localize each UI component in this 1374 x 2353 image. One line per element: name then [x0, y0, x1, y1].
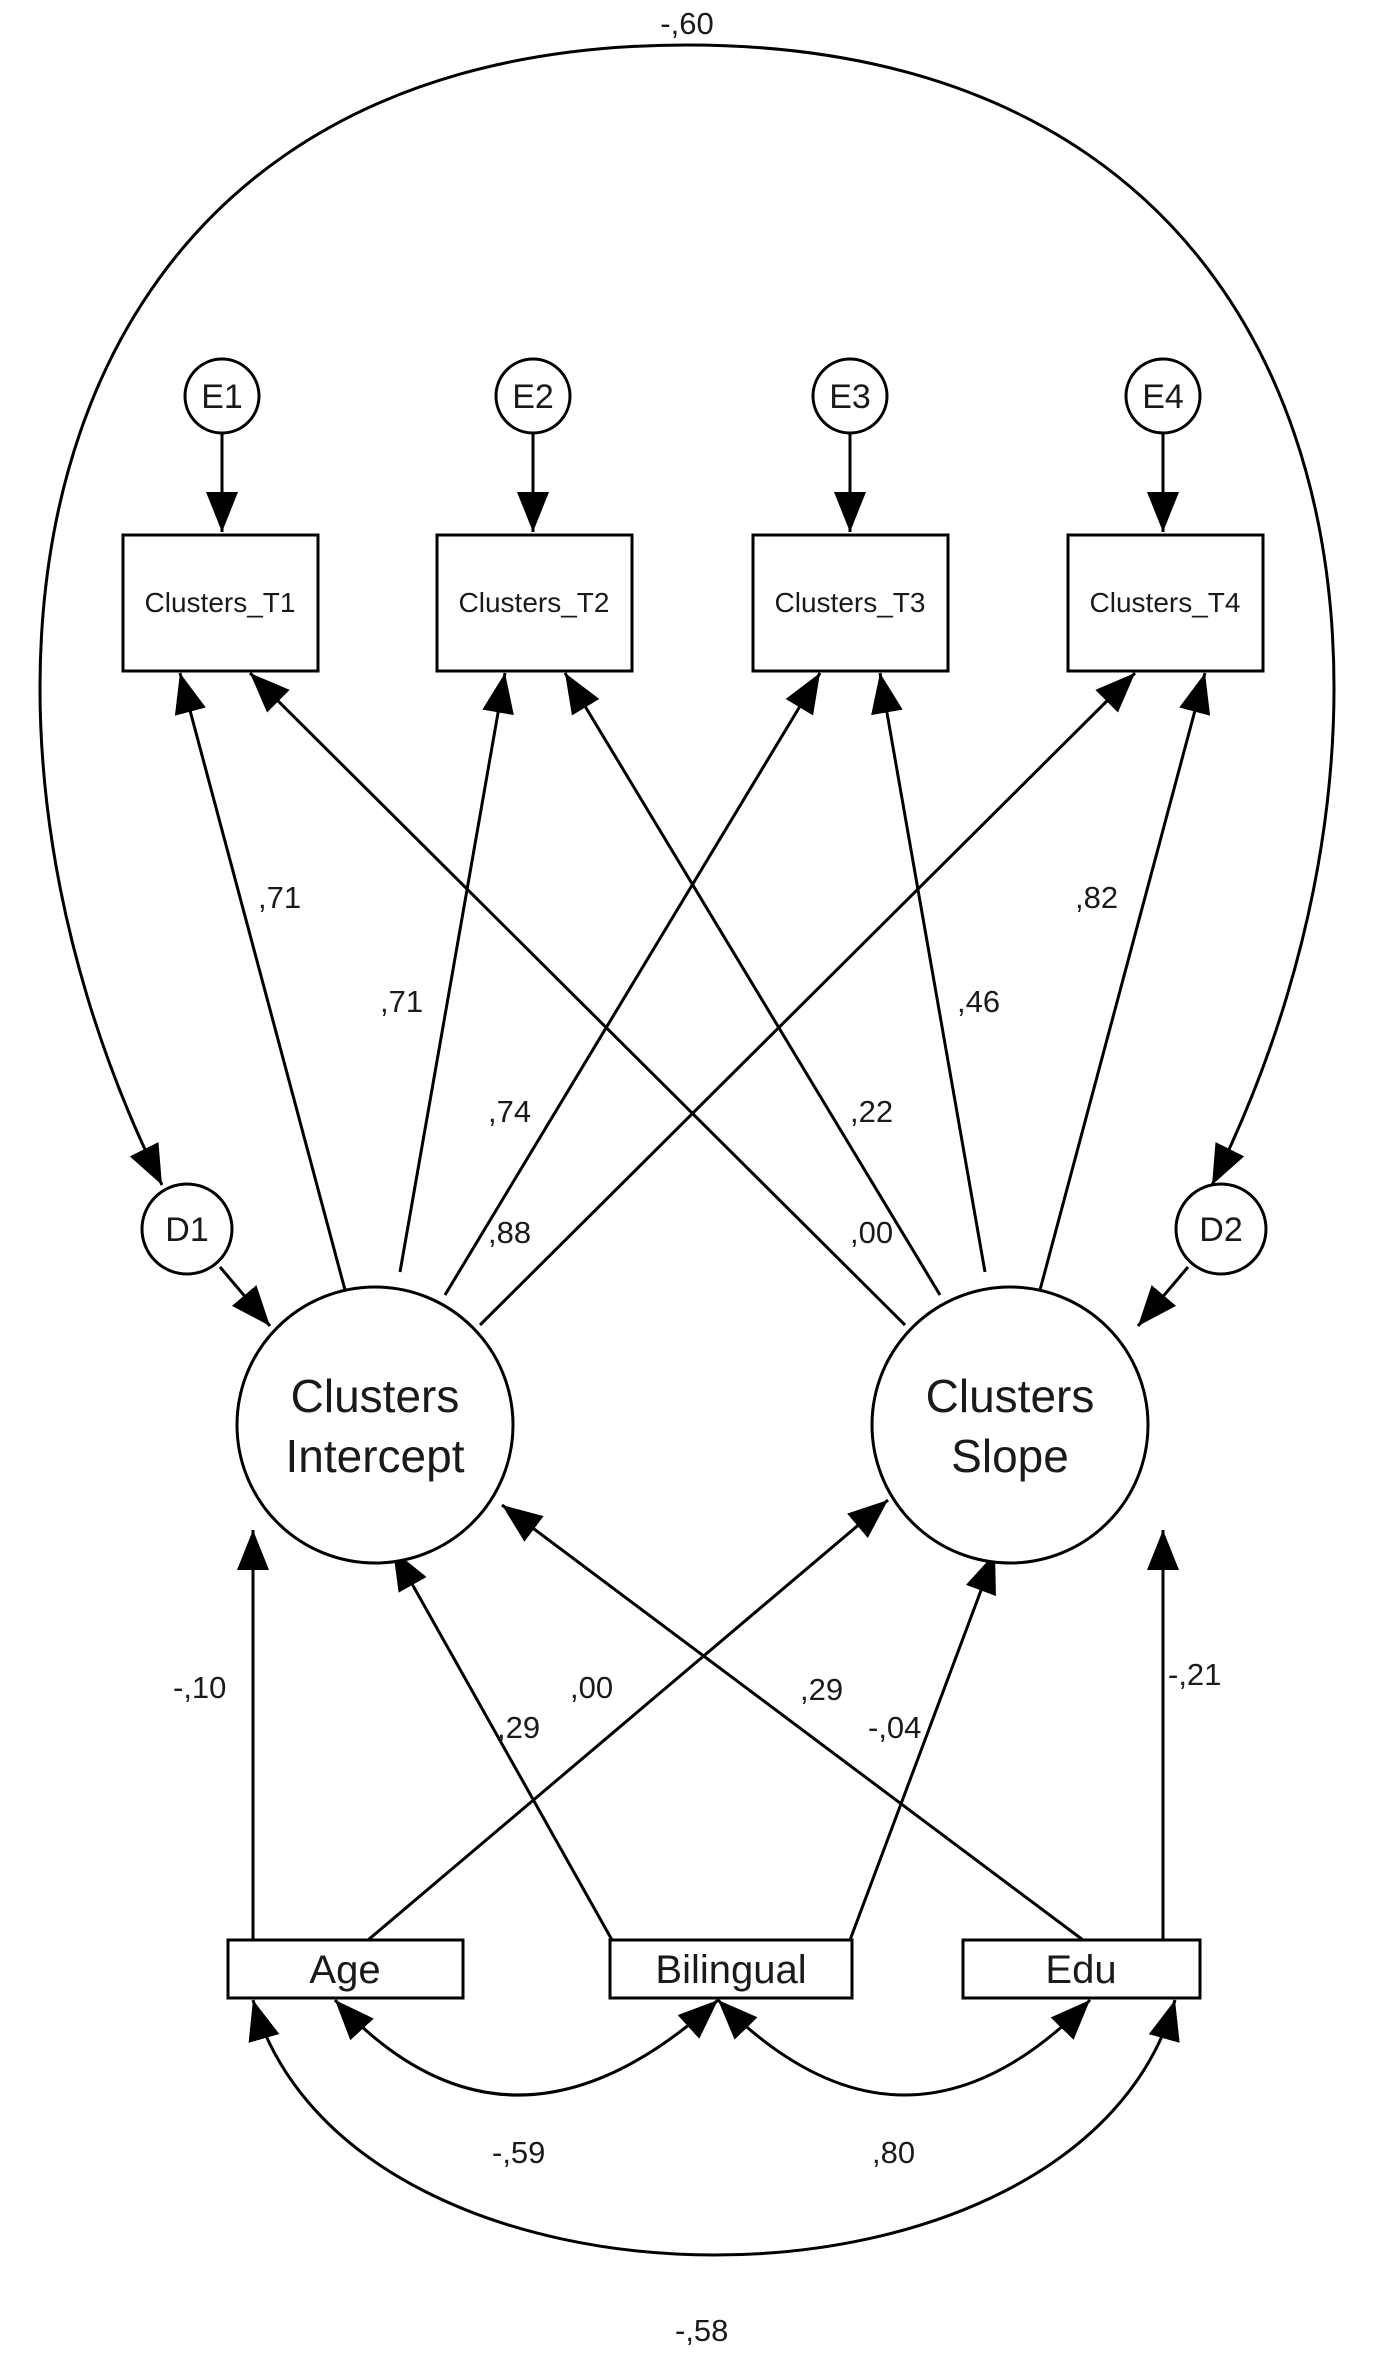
- coef-slope-t2: ,22: [850, 1094, 893, 1129]
- loading-slope-t1: [248, 671, 907, 1327]
- loading-intercept-t1: [174, 672, 347, 1291]
- error-e1: E1: [183, 357, 261, 435]
- indicator-t1-label: Clusters_T1: [145, 587, 296, 618]
- error-e4-label: E4: [1142, 378, 1184, 416]
- covariance-bilingual-edu: [716, 1998, 1092, 2097]
- disturbance-d1-label: D1: [165, 1211, 208, 1249]
- path-age-slope: [367, 1498, 889, 1942]
- predictor-age-label: Age: [309, 1948, 380, 1992]
- coef-bilingual-edu: ,80: [872, 2135, 915, 2170]
- arrow-d2-slope: [1136, 1266, 1190, 1327]
- coef-edu-intercept: ,29: [800, 1672, 843, 1707]
- coef-edu-slope: -,21: [1168, 1657, 1221, 1692]
- indicator-t3-label: Clusters_T3: [775, 587, 926, 618]
- coef-bilingual-slope: -,04: [868, 1710, 921, 1745]
- indicator-t4: Clusters_T4: [1066, 533, 1265, 673]
- indicator-t2-label: Clusters_T2: [459, 587, 610, 618]
- error-e4: E4: [1124, 357, 1202, 435]
- covariance-age-edu: [248, 1999, 1180, 2257]
- coef-bilingual-intercept: ,29: [497, 1710, 540, 1745]
- error-e3: E3: [811, 357, 889, 435]
- indicator-t2: Clusters_T2: [435, 533, 634, 673]
- coef-intercept-t3: ,74: [488, 1094, 531, 1129]
- coef-intercept-t2: ,71: [380, 984, 423, 1019]
- latent-slope: Clusters Slope: [870, 1285, 1150, 1565]
- latent-intercept-line1: Clusters: [291, 1370, 460, 1422]
- coef-age-intercept: -,10: [173, 1670, 226, 1705]
- coef-slope-t4: ,82: [1075, 880, 1118, 915]
- predictor-edu: Edu: [961, 1938, 1202, 2000]
- path-edu-intercept: [501, 1503, 1084, 1942]
- coef-intercept-t4: ,88: [488, 1215, 531, 1250]
- covariance-age-bilingual: [333, 1998, 720, 2097]
- coef-disturbance-cov: -,60: [660, 6, 713, 41]
- coef-slope-t3: ,46: [957, 984, 1000, 1019]
- loading-slope-t4: [1038, 672, 1211, 1291]
- disturbance-d2-label: D2: [1199, 1211, 1242, 1249]
- loading-intercept-t2: [398, 672, 514, 1273]
- disturbance-d2: D2: [1174, 1182, 1268, 1276]
- disturbance-d1: D1: [140, 1182, 234, 1276]
- coef-age-edu: -,58: [675, 2313, 728, 2348]
- error-e2-label: E2: [512, 378, 554, 416]
- predictor-edu-label: Edu: [1045, 1948, 1116, 1992]
- coef-slope-t1: ,00: [850, 1215, 893, 1250]
- predictor-age: Age: [226, 1938, 465, 2000]
- loading-intercept-t3: [443, 672, 822, 1296]
- loading-slope-t3: [871, 672, 987, 1273]
- covariance-d1-d2-arc: [38, 43, 1336, 1186]
- error-e1-label: E1: [201, 378, 243, 416]
- error-e3-label: E3: [829, 378, 871, 416]
- latent-slope-line2: Slope: [951, 1430, 1069, 1482]
- predictor-bilingual: Bilingual: [608, 1938, 854, 2000]
- coef-age-bilingual: -,59: [492, 2135, 545, 2170]
- indicator-t4-label: Clusters_T4: [1090, 587, 1241, 618]
- arrow-d1-intercept: [218, 1266, 272, 1327]
- error-e2: E2: [494, 357, 572, 435]
- indicator-t1: Clusters_T1: [121, 533, 320, 673]
- predictor-bilingual-label: Bilingual: [655, 1948, 806, 1992]
- latent-intercept: Clusters Intercept: [235, 1285, 515, 1565]
- coef-intercept-t1: ,71: [258, 880, 301, 915]
- path-bilingual-intercept: [391, 1549, 614, 1941]
- path-bilingual-slope: [848, 1552, 997, 1941]
- latent-intercept-line2: Intercept: [286, 1430, 465, 1482]
- latent-slope-line1: Clusters: [926, 1370, 1095, 1422]
- coef-age-slope: ,00: [570, 1670, 613, 1705]
- indicator-t3: Clusters_T3: [751, 533, 950, 673]
- loading-intercept-t4: [478, 671, 1137, 1327]
- loading-slope-t2: [563, 672, 942, 1296]
